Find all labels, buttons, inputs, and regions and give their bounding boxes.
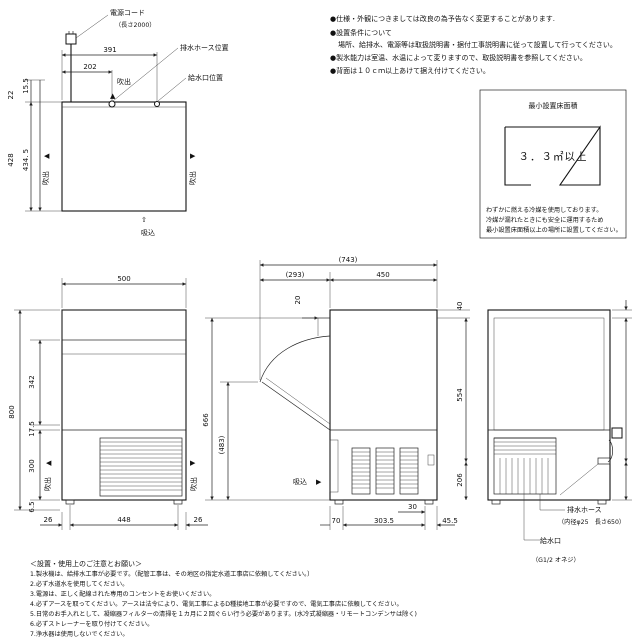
power-plug-icon	[65, 33, 77, 45]
installation-notes-heading: ＜設置・使用上のご注意とお願い＞	[30, 559, 142, 568]
front-top-panel	[61, 309, 187, 341]
top-intake-arrow: ⇧	[141, 216, 147, 224]
dim-26-right: 26	[194, 516, 203, 524]
dim-450: 450	[376, 271, 389, 279]
dim-202: 202	[83, 63, 96, 71]
top-exhaust-arrow: ▲	[110, 92, 116, 100]
dim-70: 70	[332, 517, 341, 525]
area-box-value: ３．３㎡以上	[519, 151, 588, 163]
rear-drain-outlet	[597, 457, 611, 465]
front-grille	[99, 437, 183, 497]
side-body	[329, 309, 438, 501]
dim-483: (483)	[218, 435, 226, 454]
dim-342: 342	[28, 375, 36, 388]
installation-note-7: 7.浄水器は使用しないでください。	[30, 630, 129, 638]
dim-20: 20	[294, 296, 302, 305]
minimum-area-box: 最小設置床面積 ３．３㎡以上 わずかに燃える冷媒を使用しております。 冷媒が漏れ…	[479, 89, 627, 239]
front-body	[61, 309, 187, 501]
side-front-grille	[329, 439, 339, 493]
dim-206: 206	[456, 473, 464, 487]
dim-40: 40	[456, 302, 464, 311]
dim-391: 391	[103, 46, 116, 54]
power-cord-label: 電源コード	[110, 8, 145, 17]
side-intake-arrow: ▶	[316, 478, 322, 486]
drain-hose-label: 排水ホース	[567, 505, 602, 514]
top-view-body	[61, 101, 187, 212]
side-view: (743) (293) 450 20 666 (483) 吸込 ▶ 30 70 …	[202, 256, 458, 530]
note-line-1: ●仕様・外観につきましては改良の為予告なく変更することがあります.	[330, 14, 555, 23]
open-door	[261, 381, 331, 431]
front-view: 500 800 342 17.5 300 6.5 ◀ 吹出 ▶ 吹出 26 44…	[8, 275, 208, 530]
note-line-2: ●設置条件について	[330, 28, 392, 37]
dim-500: 500	[117, 275, 130, 283]
water-inlet-position-marker	[154, 101, 160, 107]
area-box-frame	[479, 89, 627, 239]
dim-743: (743)	[339, 256, 358, 264]
general-notes: ●仕様・外観につきましては改良の為予告なく変更することがあります. ●設置条件に…	[330, 14, 617, 75]
rear-view: 40 554 206 排水ホース （内径φ25 長さ650） 給水口 （G1/2…	[437, 300, 632, 564]
note-line-3: 場所、給排水、電源等は取扱説明書・据付工事説明書に従って設置して行ってください。	[338, 40, 617, 49]
dim-45-5: 45.5	[442, 517, 458, 525]
water-inlet-spec: （G1/2 オネジ）	[532, 557, 580, 564]
dim-428: 428	[7, 153, 15, 166]
installation-notes: ＜設置・使用上のご注意とお願い＞ 1.製氷機は、給排水工事が必要です。（配管工事…	[30, 559, 417, 638]
drain-hose-position-label: 排水ホース位置	[180, 43, 229, 52]
top-left-exhaust-arrow: ◀	[44, 152, 50, 160]
dim-448: 448	[117, 516, 130, 524]
dim-22: 22	[7, 91, 15, 100]
water-inlet-position-label: 給水口位置	[188, 73, 223, 82]
front-left-exhaust-arrow: ◀	[46, 459, 52, 467]
rear-body	[487, 309, 611, 501]
installation-note-6: 6.必ずストレーナーを取り付けてください。	[30, 620, 153, 628]
area-box-note-2: 冷媒が漏れたときにも安全に運用するため	[486, 216, 604, 224]
front-left-exhaust-label: 吹出	[43, 477, 52, 491]
dim-293: (293)	[286, 271, 305, 279]
installation-note-4: 4.必ずアースを取ってください。アースは法令により、電気工事によるD種接地工事が…	[30, 600, 403, 608]
side-intake-label: 吸込	[293, 477, 307, 486]
dim-554: 554	[456, 388, 464, 402]
open-door-arc	[259, 335, 331, 383]
floor-outline	[504, 125, 601, 186]
dim-30: 30	[408, 503, 417, 511]
dim-26-left: 26	[44, 516, 53, 524]
installation-note-2: 2.必ず水道水を使用してください。	[30, 580, 128, 588]
dim-800: 800	[8, 405, 16, 418]
drain-hose-position-marker	[108, 100, 116, 108]
dim-15-5: 15.5	[22, 78, 30, 94]
rear-power-cord	[607, 439, 613, 463]
note-line-5: ●背面は１０ｃｍ以上あけて据え付けてください。	[330, 66, 490, 75]
area-box-note-3: 最小設置床面積以上の場所に設置してください。	[486, 226, 622, 234]
drain-hose-spec: （内径φ25 長さ650）	[558, 518, 625, 526]
top-exhaust-label: 吹出	[117, 77, 131, 86]
water-inlet-label: 給水口	[540, 536, 561, 545]
note-line-4: ●製氷能力は室温、水温によって変りますので、取扱説明書を参照してください。	[330, 53, 587, 62]
dim-303-5: 303.5	[374, 517, 394, 525]
dim-6-5: 6.5	[28, 501, 36, 512]
front-right-exhaust-label: 吹出	[189, 477, 198, 491]
top-right-exhaust-arrow: ▶	[190, 152, 196, 160]
dim-300: 300	[28, 459, 36, 472]
dim-434-5: 434. 5	[22, 149, 30, 171]
front-foot-right	[173, 499, 183, 505]
rear-power-plug-icon	[611, 427, 623, 439]
installation-note-5: 5.日常のお手入れとして、凝縮器フィルターの清掃を１カ月に２回ぐらい行う必要があ…	[30, 610, 417, 618]
dim-666: 666	[202, 413, 210, 427]
installation-note-1: 1.製氷機は、給排水工事が必要です。（配管工事は、その地区の指定水道工事店に依頼…	[30, 570, 313, 578]
rear-grille	[493, 437, 557, 495]
installation-note-3: 3.電源は、正しく配線された専用のコンセントをお使いください。	[30, 590, 215, 598]
front-foot-left	[65, 499, 75, 505]
front-grille-lines	[100, 441, 182, 491]
top-right-exhaust-label: 吹出	[188, 171, 197, 185]
top-intake-label: 吸込	[141, 228, 155, 237]
dim-17-5: 17.5	[28, 421, 36, 437]
side-vents	[351, 447, 419, 495]
power-cord-length: （長さ2000）	[115, 22, 156, 29]
front-right-exhaust-arrow: ▶	[190, 459, 196, 467]
area-box-title: 最小設置床面積	[529, 101, 578, 110]
top-left-exhaust-label: 吹出	[41, 171, 50, 185]
top-view: 電源コード （長さ2000） 排水ホース位置 給水口位置 391 202 吹出 …	[7, 8, 229, 237]
area-box-note-1: わずかに燃える冷媒を使用しております。	[486, 206, 602, 214]
